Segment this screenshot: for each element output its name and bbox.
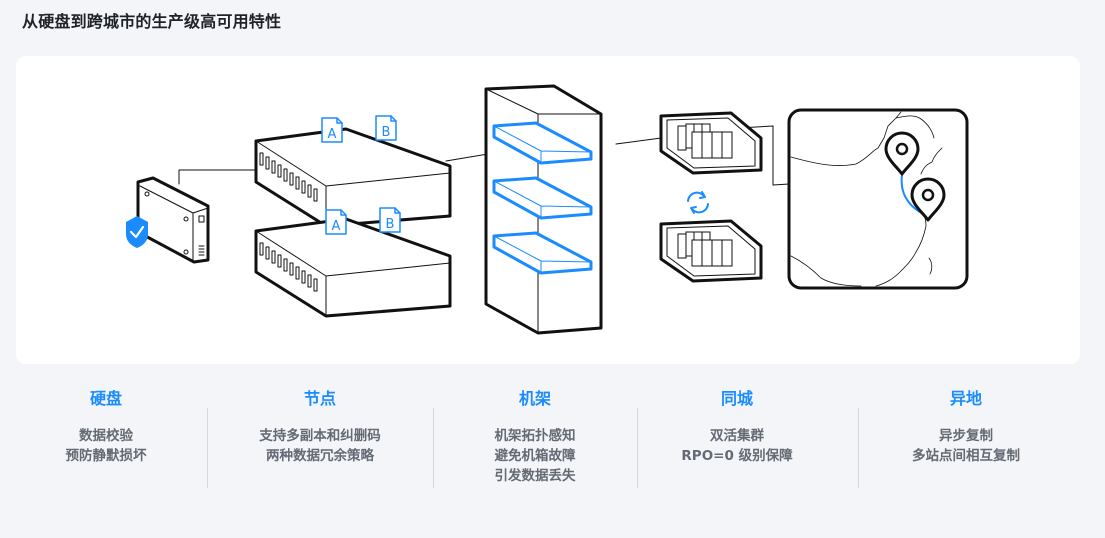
feature-node: 节点 支持多副本和纠删码 两种数据冗余策略 — [220, 388, 420, 466]
file-icon-b-top — [375, 115, 397, 141]
file-label-b-bottom: B — [386, 217, 395, 232]
shield-check-icon — [126, 216, 148, 248]
file-icon-b-bottom — [379, 207, 401, 233]
file-label-a-top: A — [328, 127, 337, 142]
feature-description: 机架拓扑感知 避免机箱故障 引发数据丢失 — [494, 428, 576, 484]
page-title: 从硬盘到跨城市的生产级高可用特性 — [22, 12, 282, 31]
feature-description: 数据校验 预防静默损坏 — [65, 428, 147, 464]
architecture-diagram: A B A B — [126, 84, 969, 335]
feature-same-city: 同城 双活集群 RPO=0 级别保障 — [637, 388, 837, 466]
map-frame — [787, 108, 969, 290]
divider — [637, 408, 638, 488]
sync-icon — [687, 191, 709, 214]
node-server-top — [254, 127, 452, 228]
feature-description: 异步复制 多站点间相互复制 — [912, 428, 1020, 464]
rack-slot-3 — [492, 231, 593, 275]
feature-description: 支持多副本和纠删码 两种数据冗余策略 — [259, 428, 381, 464]
node-server-bottom — [254, 217, 452, 318]
divider — [433, 408, 434, 488]
file-label-b-top: B — [382, 125, 391, 140]
disk-icon — [136, 176, 210, 264]
feature-heading: 硬盘 — [89, 389, 122, 408]
feature-rack: 机架 机架拓扑感知 避免机箱故障 引发数据丢失 — [435, 388, 635, 486]
file-label-a-bottom: A — [332, 219, 341, 234]
features-row: 硬盘 数据校验 预防静默损坏 节点 支持多副本和纠删码 两种数据冗余策略 机架 … — [0, 388, 1105, 508]
feature-heading: 异地 — [949, 389, 982, 408]
feature-heading: 机架 — [518, 389, 551, 408]
feature-description: 双活集群 RPO=0 级别保障 — [681, 428, 793, 464]
file-icon-a-top — [321, 117, 343, 143]
rack-slot-2 — [492, 176, 593, 220]
file-icon-a-bottom — [325, 209, 347, 235]
server-cluster-bottom — [677, 231, 733, 267]
feature-disk: 硬盘 数据校验 预防静默损坏 — [6, 388, 206, 466]
diagram-panel: A B A B — [16, 56, 1080, 364]
feature-heading: 同城 — [720, 389, 753, 408]
server-cluster-top — [677, 123, 733, 159]
divider — [858, 408, 859, 488]
divider — [207, 408, 208, 488]
rack-slot-1 — [492, 121, 593, 165]
feature-remote: 异地 异步复制 多站点间相互复制 — [866, 388, 1066, 466]
feature-heading: 节点 — [303, 389, 336, 408]
